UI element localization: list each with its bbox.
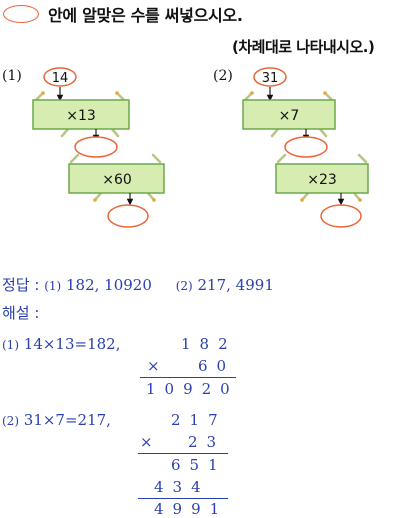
operation-box-2b [275,163,369,194]
blank-oval-1-middle [74,136,118,158]
operation-label-1a: ×13 [66,108,96,124]
flow-diagram-2: 31 ×7 ×23 [242,67,369,228]
answer-p1-values: 182, 10920 [66,276,152,294]
problem-2-label: (2) [213,68,233,84]
operation-box-1b [68,163,165,194]
start-oval-2 [253,67,287,87]
p1-multiplicand: 182 [181,335,237,353]
blank-oval-1-bottom [107,204,149,228]
operation-box-1a [32,99,130,130]
answer-p1-num: (1) [44,279,62,293]
answer-p2-num: (2) [175,279,193,293]
start-value-2: 31 [262,71,279,86]
start-oval-1 [43,67,77,87]
solution-p1-line: (1) 14×13=182, [2,335,121,353]
solution-p1-num: (1) [2,338,19,352]
blank-oval-2-middle [284,136,328,158]
operation-label-2b: ×23 [307,172,337,188]
p2-multiplicand: 217 [171,411,227,429]
start-value-1: 14 [52,71,69,86]
answer-label: 정답 : [2,276,40,294]
solution-p2-num: (2) [2,414,19,428]
sub-instruction-text: (차례대로 나타내시오.) [232,38,375,56]
p2-partial-1: 651 [171,456,227,474]
solution-p2-equation: 31×7=217, [23,411,111,429]
p1-result: 10920 [146,380,239,398]
solution-label: 해설 : [2,304,40,322]
p2-multiplier: 23 [188,433,226,451]
operation-box-2a [242,99,336,130]
answer-line: 정답 : (1) 182, 10920 (2) 217, 4991 [2,274,274,295]
p1-multiplier: 60 [198,357,236,375]
p2-rule-2 [138,498,228,499]
instruction-text: 안에 알맞은 수를 써넣으시오. [48,6,243,25]
solution-p2-line: (2) 31×7=217, [2,411,111,429]
p2-times-sign: × [140,433,153,451]
p2-result: 4991 [154,500,229,518]
blank-oval-icon [3,5,39,23]
answer-p2-values: 217, 4991 [197,276,274,294]
p2-partial-2: 434 [154,478,210,496]
operation-label-2a: ×7 [279,108,300,124]
blank-oval-2-bottom [320,204,362,228]
p1-rule [140,377,236,378]
problem-1-label: (1) [2,68,22,84]
operation-label-1b: ×60 [102,172,132,188]
p2-rule-1 [138,453,228,454]
flow-diagram-1: 14 ×13 ×60 [32,67,165,228]
solution-p1-equation: 14×13=182, [23,335,121,353]
p1-times-sign: × [147,357,160,375]
